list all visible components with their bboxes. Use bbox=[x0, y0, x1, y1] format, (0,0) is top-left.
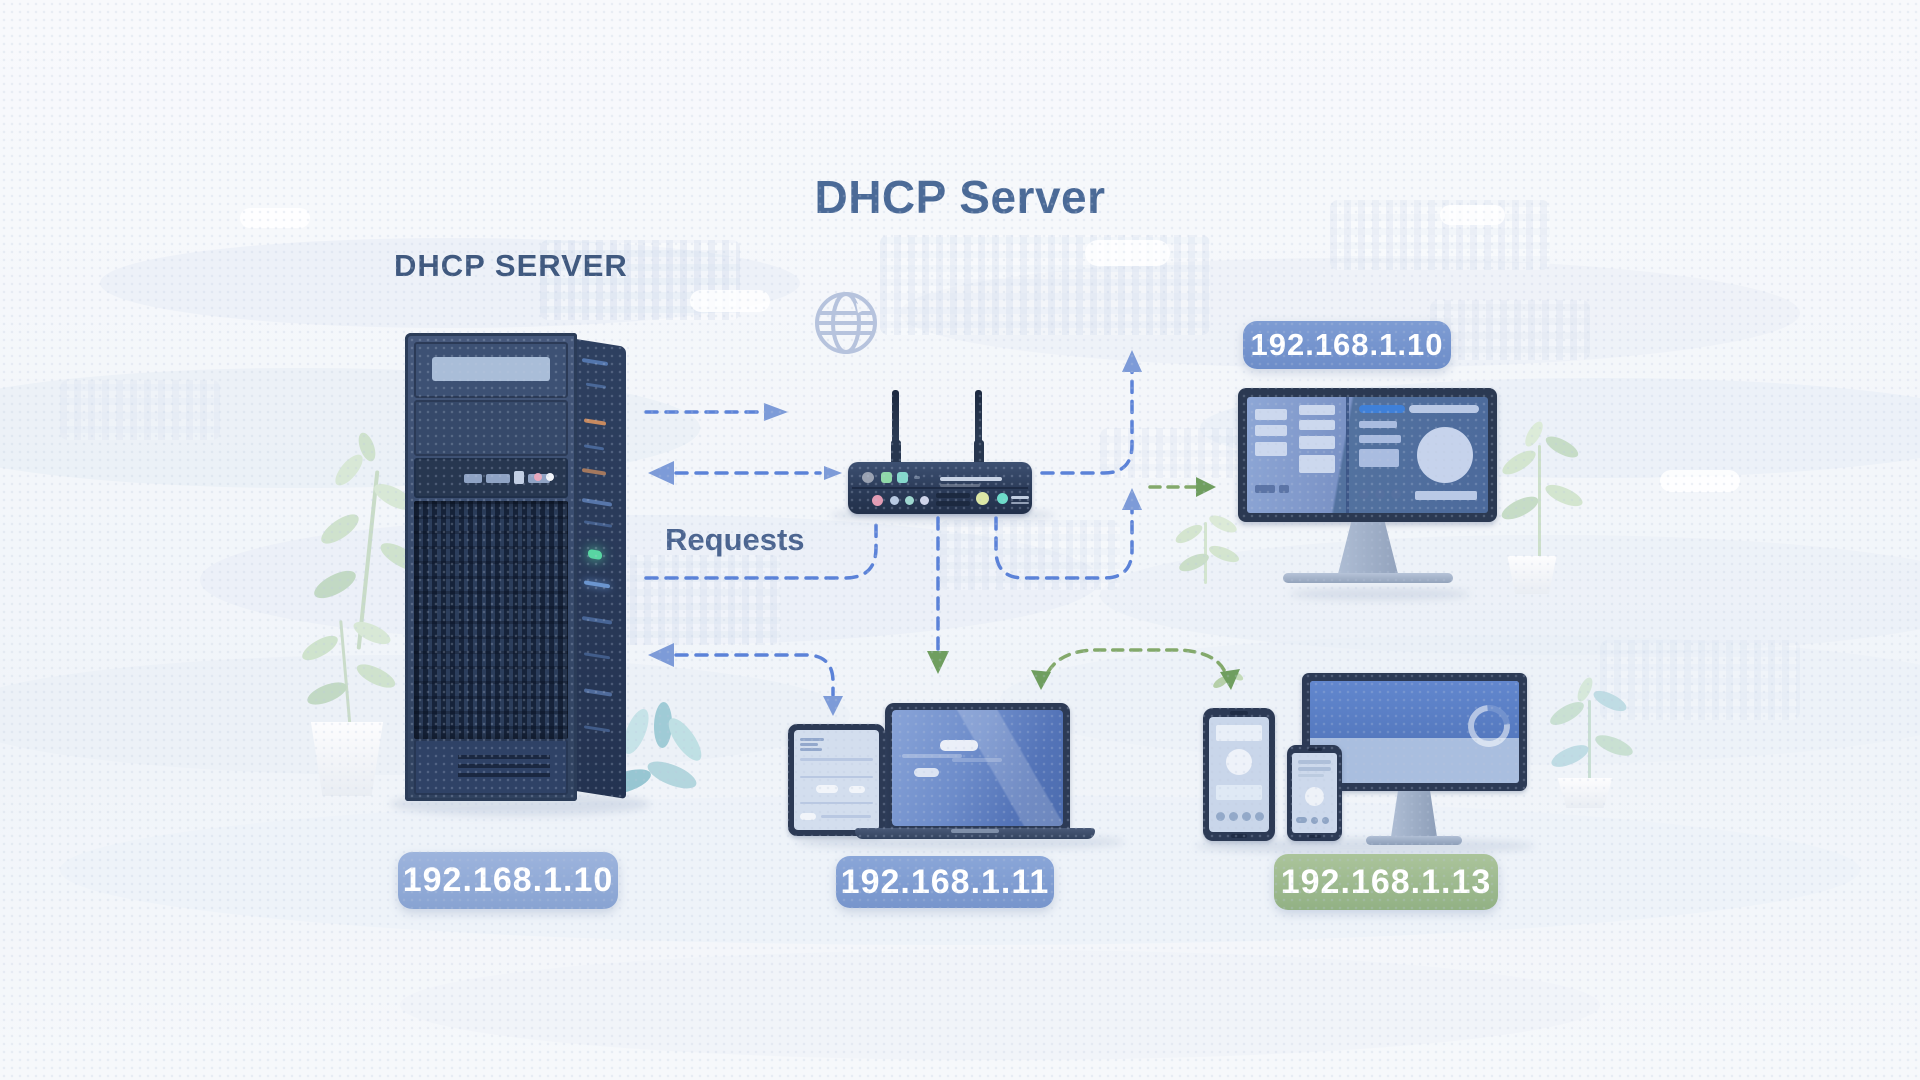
arrowhead-up bbox=[1122, 488, 1142, 510]
smartphone-icon bbox=[1203, 708, 1275, 841]
cloud-shape bbox=[1660, 470, 1740, 492]
monitor-stand bbox=[1391, 791, 1437, 837]
smartphone-icon bbox=[1287, 745, 1342, 841]
tablet-screen bbox=[794, 730, 879, 830]
server-vent-grille bbox=[414, 501, 568, 739]
phone-screen bbox=[1209, 717, 1269, 832]
laptop-ip-badge: 192.168.1.11 bbox=[836, 856, 1054, 908]
phone-screen bbox=[1292, 753, 1337, 833]
cloud-shape bbox=[240, 208, 310, 228]
background-mosaic bbox=[1100, 428, 1240, 478]
router-body bbox=[848, 462, 1032, 514]
mobile-devices-group bbox=[1195, 670, 1535, 850]
laptop-icon bbox=[885, 703, 1070, 831]
desktop-monitor-icon bbox=[1238, 388, 1498, 588]
page-title: DHCP Server bbox=[814, 171, 1106, 223]
monitor-shadow bbox=[1290, 588, 1470, 600]
router-antenna bbox=[890, 390, 901, 466]
arrowhead-left bbox=[648, 643, 674, 667]
laptop-base bbox=[855, 828, 1095, 839]
globe-icon bbox=[815, 292, 877, 354]
laptop-tablet-group bbox=[785, 700, 1105, 845]
router-antenna bbox=[973, 390, 984, 466]
monitor-frame bbox=[1238, 388, 1497, 522]
background-wave bbox=[100, 238, 800, 328]
server-front-panel bbox=[405, 333, 577, 801]
background-mosaic bbox=[940, 520, 1120, 590]
plant-pot bbox=[310, 722, 384, 796]
monitor-screen bbox=[1310, 681, 1519, 783]
green-arrowhead-right bbox=[1196, 477, 1216, 497]
background-mosaic bbox=[1430, 300, 1590, 360]
server-label: DHCP SERVER bbox=[394, 248, 628, 283]
wireless-router-icon bbox=[848, 390, 1032, 514]
green-arrowhead-down bbox=[927, 651, 949, 674]
cloud-shape bbox=[690, 290, 770, 312]
mobile-ip-badge: 192.168.1.13 bbox=[1274, 854, 1498, 910]
monitor-base bbox=[1366, 836, 1462, 845]
arrowhead-left bbox=[648, 461, 674, 485]
background-wave bbox=[400, 950, 1600, 1060]
monitor-base bbox=[1283, 573, 1453, 583]
arrowhead-right-small bbox=[824, 466, 842, 480]
workstation-ip-badge: 192.168.1.10 bbox=[1243, 321, 1451, 369]
requests-label: Requests bbox=[665, 522, 805, 557]
laptop-screen bbox=[892, 710, 1063, 826]
cloud-shape bbox=[1085, 240, 1170, 266]
server-tower-icon bbox=[405, 333, 627, 805]
arrowhead-right bbox=[764, 403, 788, 421]
background-mosaic bbox=[1600, 640, 1800, 720]
cloud-shape bbox=[1440, 205, 1505, 225]
monitor-screen bbox=[1247, 397, 1488, 513]
plant-pot bbox=[1507, 556, 1557, 594]
server-side-panel bbox=[576, 339, 626, 799]
monitor-stand bbox=[1338, 522, 1398, 574]
background-mosaic bbox=[60, 380, 220, 440]
server-ip-badge: 192.168.1.10 bbox=[398, 852, 618, 909]
plant-pot bbox=[1557, 778, 1613, 808]
tablet-icon bbox=[788, 724, 885, 836]
